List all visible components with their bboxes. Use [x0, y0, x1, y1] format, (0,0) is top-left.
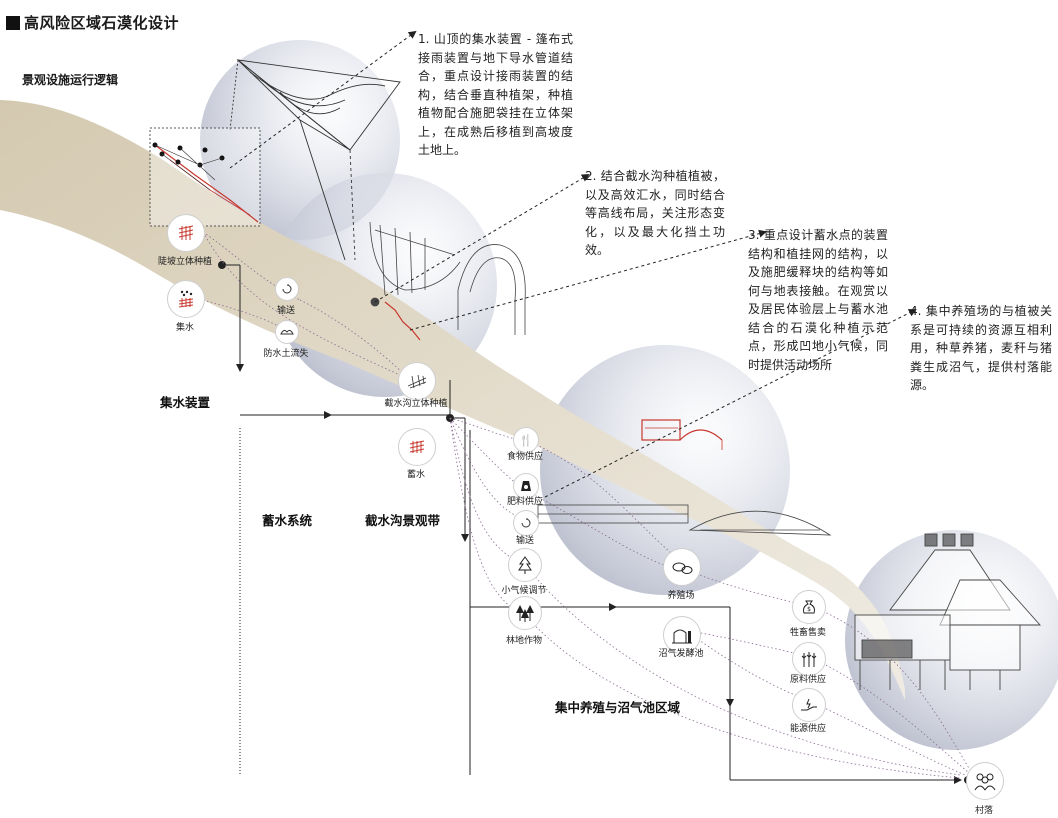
ditch-structures [369, 221, 526, 341]
forest-node [508, 596, 542, 630]
water-collect-node [167, 280, 205, 318]
erosion-label: 防水土流失 [263, 349, 309, 359]
raw-material-node [792, 642, 826, 676]
section-storage: 蓄水系统 [262, 513, 313, 528]
transport2-node [513, 510, 539, 536]
storage-label: 蓄水 [406, 470, 426, 480]
biogas-label: 沼气发酵池 [658, 649, 704, 659]
food-node: 🍴 [513, 427, 539, 453]
livestock-label: 牲畜售卖 [789, 628, 827, 638]
tree-climate-icon [518, 556, 532, 574]
village-label: 村落 [974, 806, 994, 816]
soil-icon [280, 329, 294, 335]
village-house [854, 533, 1042, 690]
village-node [966, 762, 1004, 800]
slope-zoom-box [149, 127, 261, 227]
ditch-planting-node [398, 362, 436, 400]
plant-net-icon [407, 374, 427, 389]
forest-icon [516, 605, 534, 622]
page-title-text: 高风险区域石漠化设计 [24, 14, 180, 32]
fertilizer-node [513, 473, 539, 499]
storage-node [398, 428, 436, 466]
water-collect-label: 集水 [175, 323, 195, 333]
annotation-3: 3. 重点设计蓄水点的装置结构和植挂网的结构，以及施肥缓释块的结构等如何与地表接… [748, 228, 888, 372]
transport1-node [275, 277, 299, 301]
diagram-subtitle: 景观设施运行逻辑 [22, 73, 119, 87]
storage-grid-icon [409, 440, 425, 453]
annotation-2: 2. 结合截水沟种植植被，以及高效汇水，同时结合等高线布局，关注形态变化，以及最… [585, 169, 725, 257]
forest-label: 林地作物 [505, 636, 543, 646]
annotation-leaders [229, 30, 917, 498]
pig-icon [672, 562, 693, 574]
wheat-icon [801, 652, 817, 667]
annotation-4: 4. 集中养殖场的与植被关系是可持续的资源互相利用，种草养猪，麦秆与猪粪生成沼气… [910, 304, 1052, 392]
annotation-1: 1. 山顶的集水装置 - 篷布式接雨装置与地下导水管道结合，重点设计接雨装置的结… [418, 32, 573, 157]
fork-spoon-icon: 🍴 [519, 433, 533, 447]
transport1-label: 输送 [276, 306, 296, 316]
ditch-planting-label: 截水沟立体种植 [384, 399, 448, 409]
grid-planting-icon [178, 225, 194, 240]
slope-planting-node [167, 214, 205, 252]
energy-label: 能源供应 [789, 724, 827, 734]
energy-hand-icon [801, 698, 817, 711]
section-farming: 集中养殖与沼气池区域 [555, 700, 681, 715]
storage-structures [537, 419, 832, 536]
microclimate-label: 小气候调节 [501, 586, 547, 596]
slope-planting-label: 陡坡立体种植 [157, 257, 213, 267]
farm-label: 养殖场 [667, 591, 695, 601]
erosion-node [275, 320, 299, 344]
svg-text:$: $ [807, 606, 811, 613]
title-marker [6, 15, 20, 30]
biogas-tank-icon [672, 629, 692, 644]
raw-material-label: 原料供应 [789, 675, 827, 685]
rain-grid-icon [178, 290, 194, 308]
refresh-arrow-icon [282, 284, 292, 294]
refresh-arrow-icon [521, 518, 531, 528]
transport2-label: 输送 [515, 536, 535, 546]
microclimate-node [508, 548, 542, 582]
page-title: 高风险区域石漠化设计 [6, 12, 179, 33]
energy-node [792, 688, 826, 722]
money-bag-icon: $ [803, 600, 815, 614]
farm-node [663, 548, 701, 586]
fertilizer-label: 肥料供应 [506, 497, 544, 507]
rain-collector-structure [229, 59, 401, 261]
fertilizer-bag-icon [521, 481, 531, 491]
people-icon [974, 773, 996, 791]
livestock-node: $ [792, 590, 826, 624]
biogas-node [663, 616, 701, 654]
section-interception: 截水沟景观带 [365, 513, 441, 528]
section-collection: 集水装置 [160, 395, 211, 410]
food-label: 食物供应 [506, 452, 544, 462]
flow-lines [222, 264, 962, 784]
